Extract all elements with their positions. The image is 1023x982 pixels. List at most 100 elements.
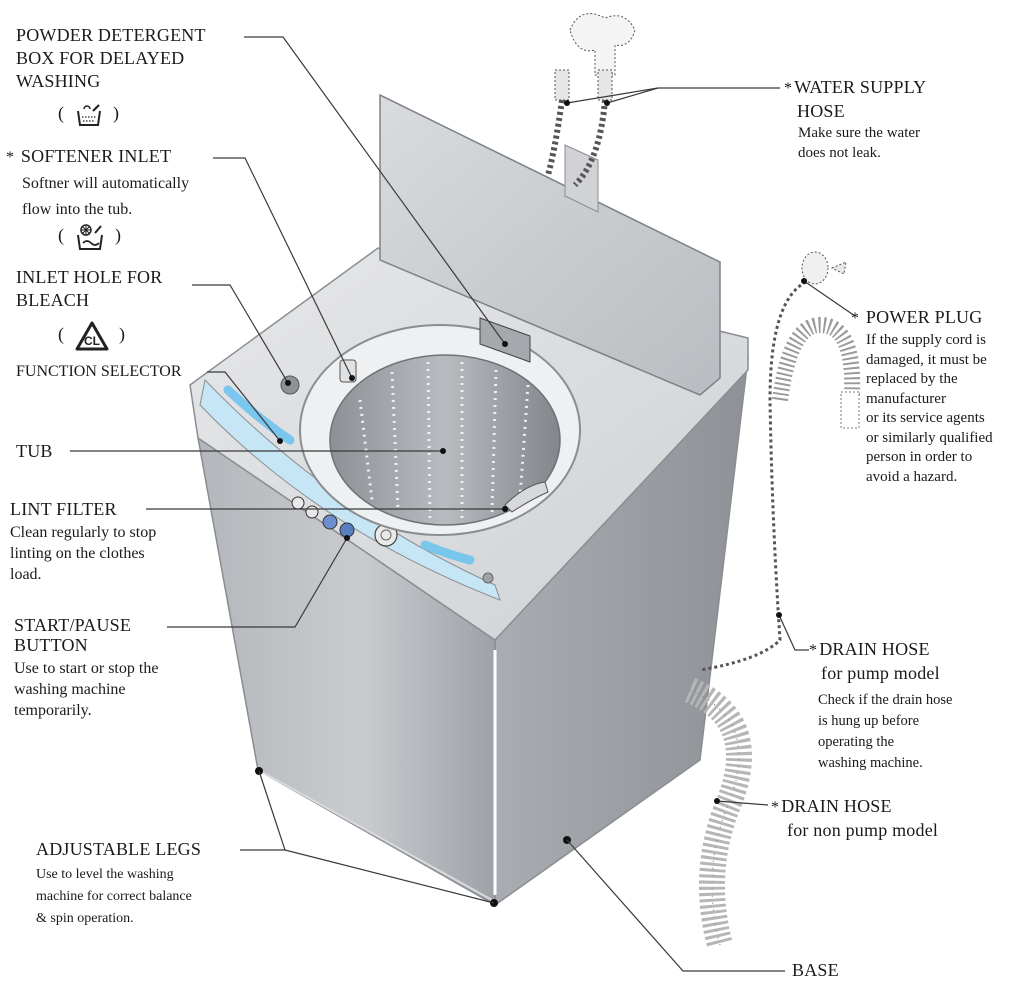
bleach-symbol-row: ( CL ) [58,321,125,351]
label-function-selector: FUNCTION SELECTOR [16,362,182,381]
machine-lid [379,93,721,396]
water-supply-hoses [545,13,636,188]
leader-powder-detergent [244,36,506,345]
leader-power-plug [803,280,856,317]
bleach-line-1: INLET HOLE FOR [16,267,163,287]
label-softener-inlet: * SOFTENER INLET [6,145,171,169]
label-powder-detergent: POWDER DETERGENT BOX FOR DELAYED WASHING [16,24,206,93]
softener-desc-line-1: Softner will automatically [22,175,190,192]
label-base: BASE [792,959,839,982]
drain-pump-line-1: DRAIN HOSE [819,639,930,659]
bleach-line-2: BLEACH [16,290,90,310]
power-plug-title: POWER PLUG [865,307,983,327]
drain-pump-line-2: for pump model [821,663,940,683]
drain-non-pump-line-1: DRAIN HOSE [781,796,892,816]
start-pause-description: Use to start or stop the washing machine… [14,658,158,721]
power-desc-line-5: or its service agents [866,410,985,426]
drain-non-pump-line-2: for non pump model [787,820,939,840]
softener-star: * [6,149,15,166]
softener-title: SOFTENER INLET [20,146,172,166]
detergent-box-icon [76,104,101,126]
softener-description: Softner will automatically flow into the… [22,171,189,223]
powder-detergent-line-1: POWDER DETERGENT [16,25,206,45]
power-desc-line-3: replaced by the [866,371,958,387]
machine-body [189,93,750,907]
power-plug-description: If the supply cord is damaged, it must b… [866,331,993,487]
leader-drain-pump [778,614,809,651]
legs-desc-line-3: & spin operation. [36,911,134,926]
adjustable-legs-title: ADJUSTABLE LEGS [36,839,202,859]
start-pause-line-1: START/PAUSE [14,615,132,635]
power-desc-line-7: person in order to [866,449,973,465]
power-desc-line-4: manufacturer [866,390,946,407]
leader-adjustable-legs [240,770,286,851]
label-power-plug: * POWER PLUG [851,306,982,330]
water-supply-line-1: WATER SUPPLY [794,77,927,97]
tub-perforations [358,361,530,521]
label-water-supply-hose: *WATER SUPPLY HOSE [784,76,926,123]
label-adjustable-legs: ADJUSTABLE LEGS [36,838,201,861]
function-selector-title: FUNCTION SELECTOR [16,363,182,380]
drain-pump-star: * [809,642,818,659]
detergent-symbol-row: ( ) [58,103,119,127]
detergent-box-graphic [479,317,531,363]
adjustable-legs-description: Use to level the washing machine for cor… [36,864,192,930]
drain-hose-pump [772,316,861,429]
lint-filter-description: Clean regularly to stop linting on the c… [10,522,156,585]
legs-desc-line-1: Use to level the washing [36,867,174,882]
start-pause-desc-line-3: temporarily. [14,702,92,719]
leader-function-selector [207,371,281,442]
drain-hose-non-pump [684,678,752,949]
power-desc-line-1: If the supply cord is [866,332,986,348]
power-desc-line-8: avoid a hazard. [866,468,958,485]
water-desc-line-1: Make sure the water [798,125,921,141]
drain-desc-line-4: washing machine. [818,755,923,771]
drain-desc-line-2: is hung up before [818,713,920,729]
leader-bleach [192,284,289,384]
label-tub: TUB [16,440,53,463]
power-cord [699,251,847,672]
label-start-pause: START/PAUSE BUTTON [14,615,131,655]
water-supply-star: * [784,80,793,97]
water-desc-line-2: does not leak. [798,145,881,161]
softener-icon [76,224,103,250]
leader-base [566,839,785,972]
label-drain-hose-pump: *DRAIN HOSE for pump model [809,638,940,684]
lint-filter-graphic [504,481,549,513]
paren-open: ( [58,103,64,124]
drain-desc-line-1: Check if the drain hose [818,692,953,708]
label-drain-hose-non-pump: *DRAIN HOSE for non pump model [771,795,938,842]
start-pause-desc-line-1: Use to start or stop the [14,660,159,677]
tub [329,354,561,526]
drain-pump-description: Check if the drain hose is hung up befor… [818,690,953,774]
start-pause-line-2: BUTTON [14,635,88,655]
leader-drain-non-pump [716,800,769,806]
svg-text:CL: CL [84,334,100,348]
drain-non-pump-star: * [771,799,780,816]
power-desc-line-6: or similarly qualified [866,429,993,446]
water-supply-description: Make sure the water does not leak. [798,123,920,163]
drain-desc-line-3: operating the [818,734,895,750]
softener-desc-line-2: flow into the tub. [22,201,133,218]
paren-close: ) [113,103,119,124]
lint-filter-title: LINT FILTER [10,499,117,519]
bleach-cl-icon: CL [75,321,108,351]
paren-close: ) [119,324,125,345]
label-bleach-inlet: INLET HOLE FOR BLEACH [16,266,162,312]
start-pause-desc-line-2: washing machine [14,681,126,698]
paren-open: ( [58,225,64,246]
power-desc-line-2: damaged, it must be [866,351,987,368]
paren-close: ) [115,225,121,246]
lint-desc-line-3: load. [10,566,42,583]
lint-desc-line-1: Clean regularly to stop [10,524,157,541]
legs-desc-line-2: machine for correct balance [36,889,192,904]
leader-softener [213,157,353,379]
paren-open: ( [58,324,64,345]
control-panel [199,378,501,601]
powder-detergent-line-3: WASHING [16,71,101,91]
base-title: BASE [792,960,839,980]
softener-symbol-row: ( ) [58,223,121,251]
powder-detergent-line-2: BOX FOR DELAYED [16,48,185,68]
